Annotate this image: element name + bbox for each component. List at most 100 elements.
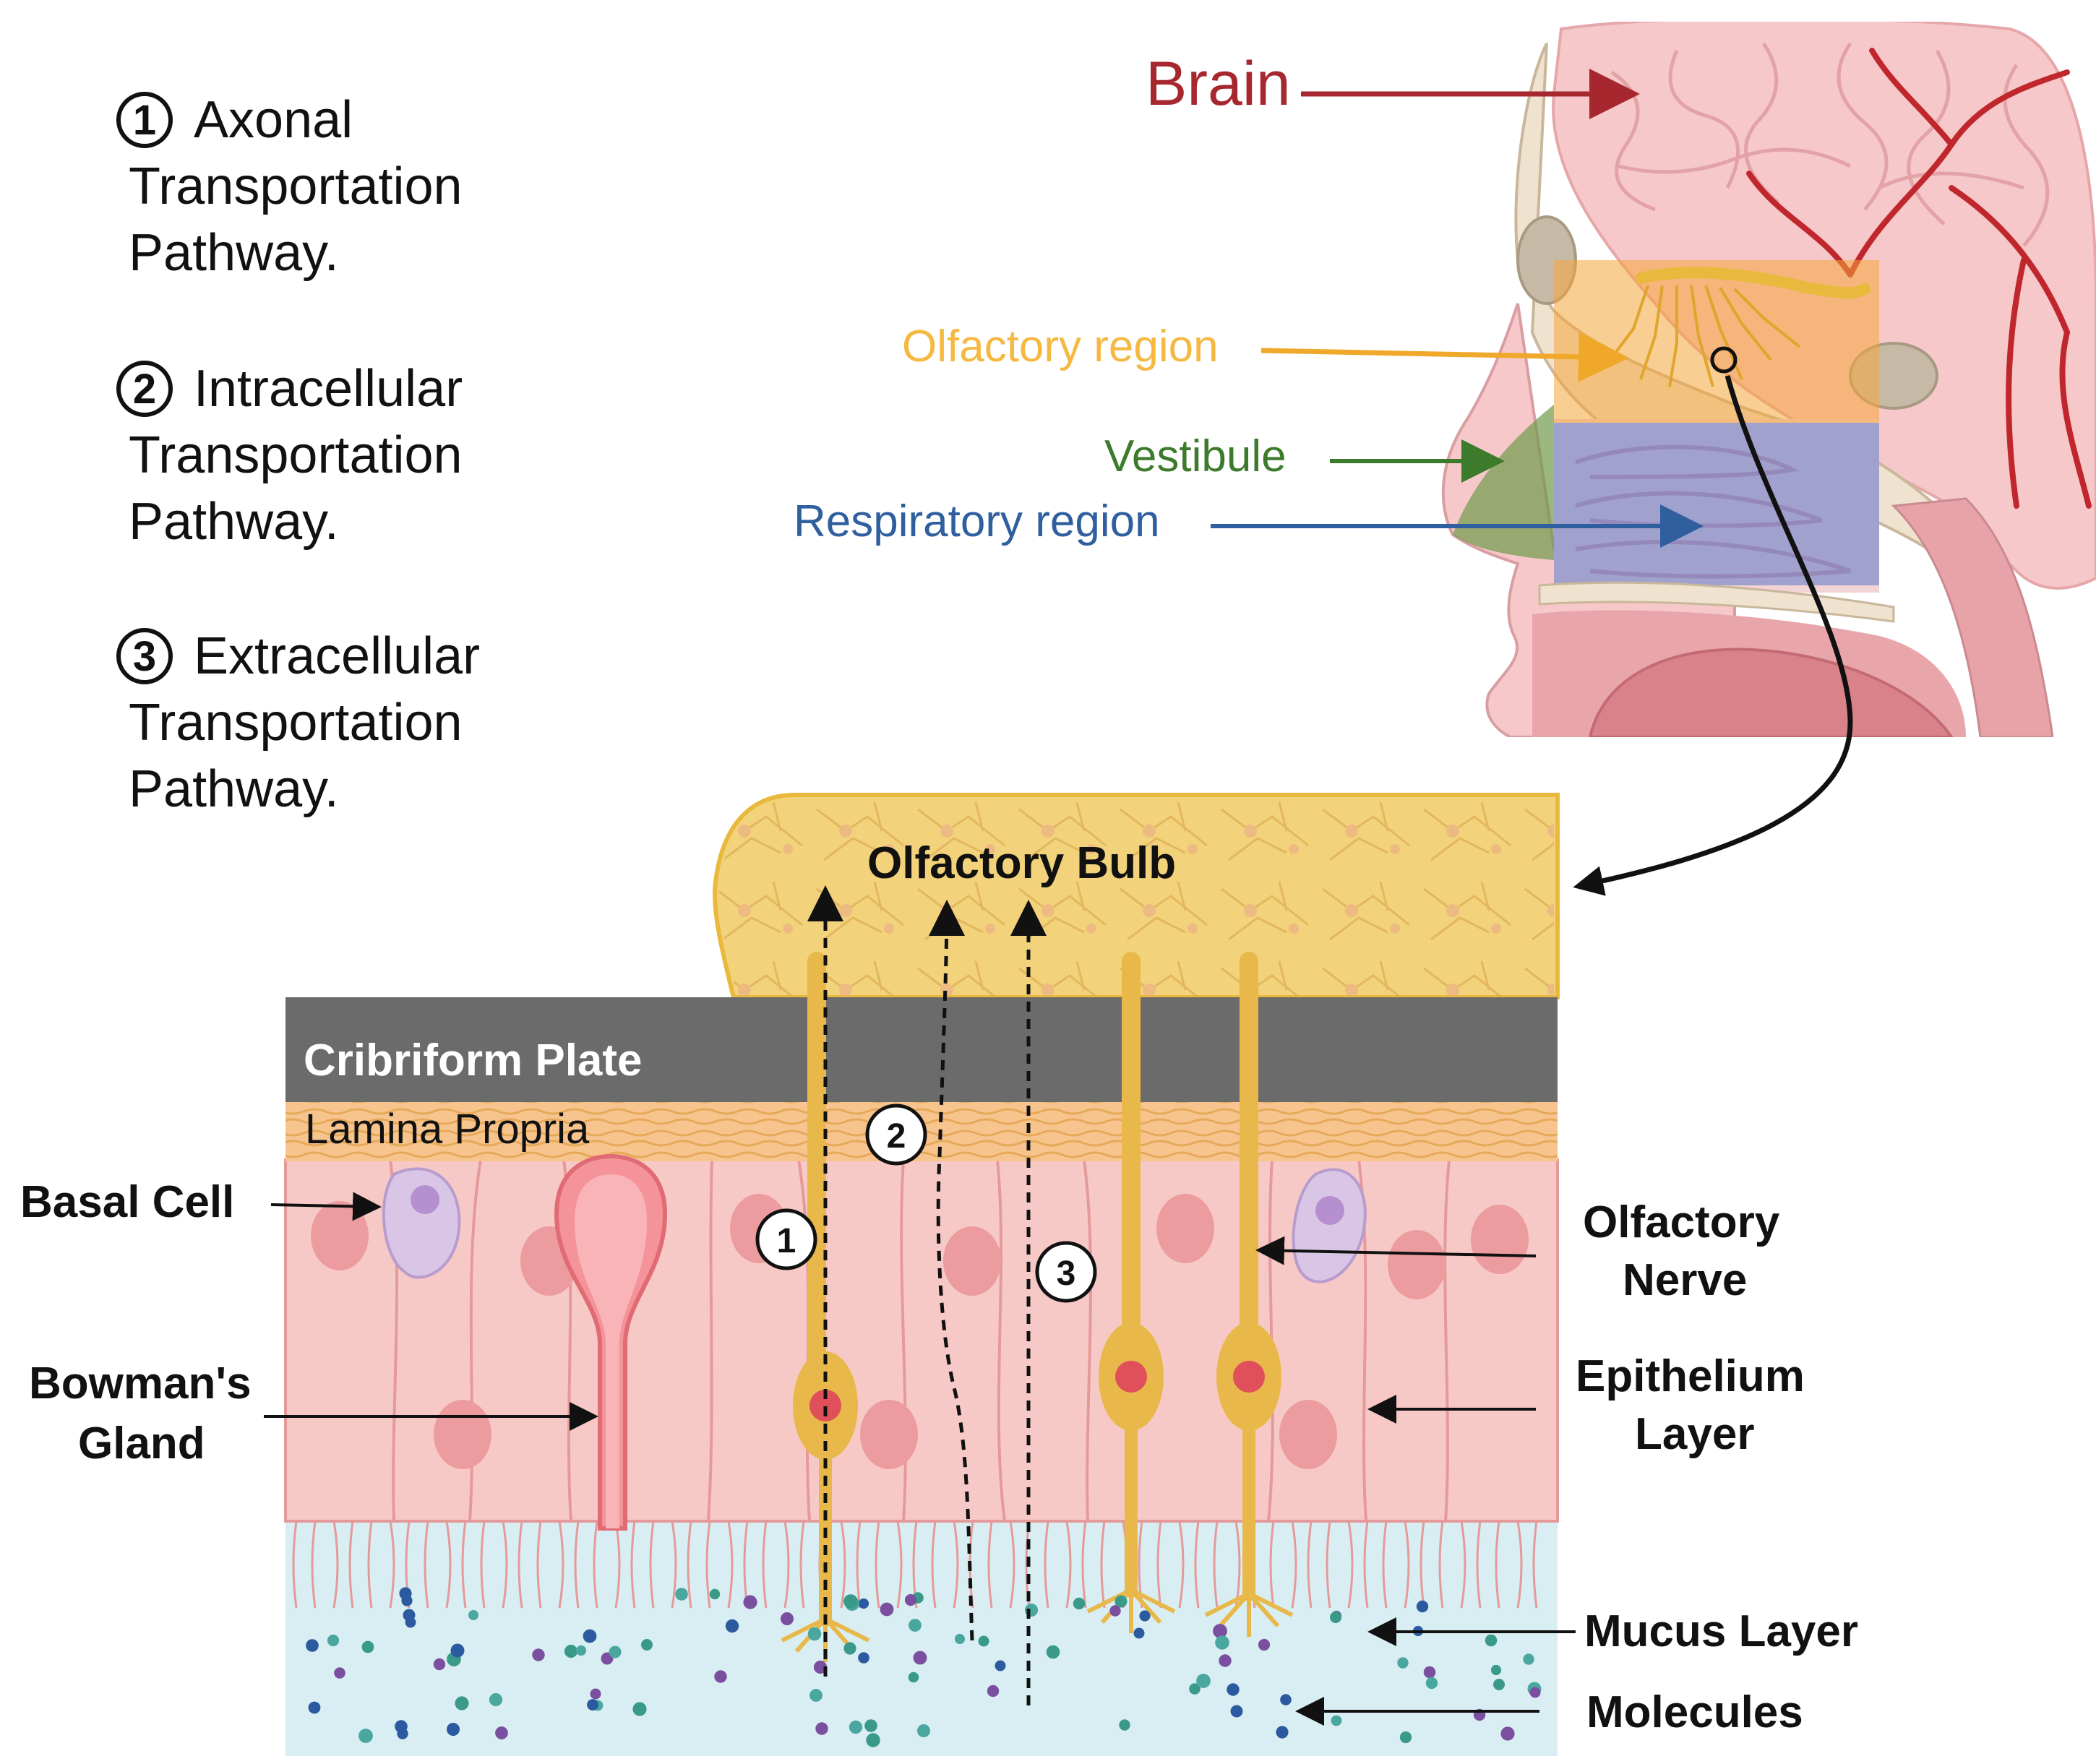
molecule xyxy=(632,1702,647,1716)
molecule xyxy=(1416,1600,1429,1613)
molecule xyxy=(1490,1664,1502,1676)
cilium xyxy=(705,1520,711,1609)
molecule xyxy=(306,1639,319,1652)
cilium xyxy=(1178,1520,1185,1609)
path-marker-2: 2 xyxy=(865,1103,927,1166)
molecule xyxy=(809,1689,822,1702)
epithelium-label: Layer xyxy=(1635,1409,1754,1459)
epithelial-nuclei xyxy=(311,1194,1529,1469)
cribriform-plate xyxy=(285,997,1558,1102)
cilium xyxy=(1382,1520,1388,1609)
olfactory-neuron xyxy=(1204,952,1294,1637)
cilium xyxy=(461,1520,467,1609)
molecule xyxy=(908,1672,919,1683)
molecule xyxy=(358,1729,373,1743)
cilium xyxy=(856,1520,862,1609)
legend-number: 2 xyxy=(133,366,156,413)
molecule xyxy=(1046,1645,1060,1659)
svg-text:1: 1 xyxy=(777,1222,796,1260)
legend-line: Pathway. xyxy=(129,224,339,282)
cilium xyxy=(875,1520,880,1609)
cilium xyxy=(558,1520,564,1609)
cilium xyxy=(840,1520,846,1609)
molecule xyxy=(815,1722,828,1735)
molecule xyxy=(641,1639,653,1651)
molecule xyxy=(725,1619,739,1633)
zoom-focus-circle xyxy=(1710,346,1738,374)
molecule xyxy=(978,1635,989,1647)
cilium xyxy=(1065,1520,1072,1609)
legend-line: Pathway. xyxy=(129,760,339,818)
olfactory-region-arrow xyxy=(1260,331,1629,382)
cilium xyxy=(1100,1520,1106,1609)
vestibule-label: Vestibule xyxy=(1104,431,1287,481)
molecule xyxy=(843,1594,858,1609)
epithelium-layer xyxy=(284,1158,1559,1523)
cilium xyxy=(593,1520,598,1609)
respiratory-region-label: Respiratory region xyxy=(794,496,1160,546)
bowmans-gland-label: Gland xyxy=(78,1419,205,1468)
cilium xyxy=(931,1520,937,1609)
olfactory-region-overlay xyxy=(1554,260,1879,423)
molecule xyxy=(327,1634,340,1647)
number-badge xyxy=(116,92,173,148)
cilium xyxy=(1269,1520,1275,1609)
molecule xyxy=(583,1629,597,1643)
basal-cell xyxy=(382,1167,461,1279)
cilium xyxy=(649,1520,655,1609)
cilium xyxy=(292,1520,298,1609)
transport-pathways xyxy=(807,885,1047,1705)
molecule xyxy=(995,1660,1006,1672)
cilium xyxy=(1516,1520,1523,1609)
molecule xyxy=(455,1696,469,1711)
molecule xyxy=(1119,1719,1130,1731)
cilium xyxy=(502,1520,508,1609)
molecule xyxy=(1397,1657,1409,1669)
cilium xyxy=(574,1520,580,1609)
cilium xyxy=(1156,1520,1162,1609)
cilia xyxy=(292,1520,1538,1609)
molecule xyxy=(714,1670,727,1683)
cilium xyxy=(783,1520,790,1609)
legend-line: Transportation xyxy=(129,694,463,752)
cilium xyxy=(1438,1520,1444,1609)
molecule xyxy=(361,1640,374,1653)
hard-palate xyxy=(1538,581,1895,623)
molecule xyxy=(858,1652,869,1664)
legend-line: Transportation xyxy=(129,426,463,484)
molecule xyxy=(609,1645,622,1658)
molecule xyxy=(1114,1595,1128,1608)
epithelium-label: Epithelium xyxy=(1576,1351,1805,1401)
cilium xyxy=(1532,1520,1538,1609)
cilium xyxy=(671,1520,677,1609)
molecule xyxy=(843,1642,856,1655)
olfactory-bulb-label: Olfactory Bulb xyxy=(867,838,1176,888)
tissue-cross-section: Olfactory Bulb xyxy=(284,793,1560,1756)
cilium xyxy=(1213,1520,1219,1609)
molecule xyxy=(913,1651,927,1665)
olfactory-region-label: Olfactory region xyxy=(902,322,1219,371)
molecule xyxy=(397,1728,408,1739)
molecule xyxy=(564,1644,578,1658)
molecule xyxy=(495,1726,508,1739)
molecule xyxy=(1109,1605,1121,1617)
basal-cell-arrow xyxy=(270,1192,382,1221)
molecule xyxy=(1230,1705,1243,1718)
path-marker-3: 3 xyxy=(1035,1241,1097,1303)
molecule xyxy=(807,1627,822,1641)
cilium xyxy=(614,1520,621,1609)
molecule xyxy=(675,1588,688,1601)
legend-item-axonal: 1 Axonal Transportation Pathway. xyxy=(116,91,463,282)
molecules-label: Molecules xyxy=(1586,1687,1803,1737)
throat xyxy=(1891,497,2054,737)
cilium xyxy=(1307,1520,1313,1609)
cilium xyxy=(1363,1520,1369,1609)
cilium xyxy=(987,1520,993,1609)
molecule xyxy=(1425,1677,1438,1690)
cilium xyxy=(1347,1520,1354,1609)
path-marker-1: 1 xyxy=(755,1208,817,1270)
legend-item-extracellular: 3 Extracellular Transportation Pathway. xyxy=(116,627,480,818)
molecule xyxy=(1331,1715,1342,1726)
molecule xyxy=(866,1733,880,1747)
